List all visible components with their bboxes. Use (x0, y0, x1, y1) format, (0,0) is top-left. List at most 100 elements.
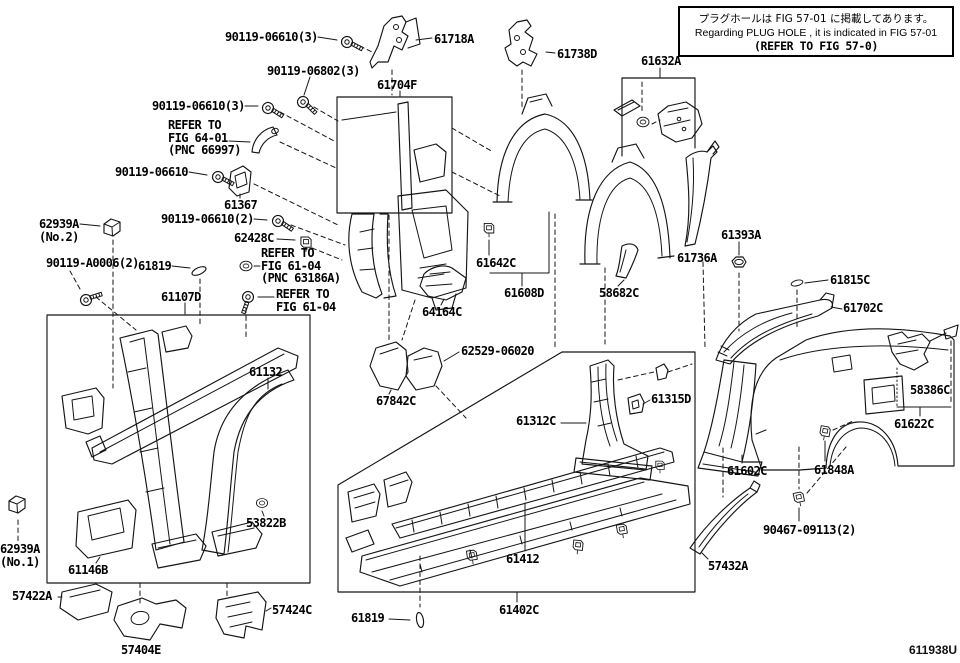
part-label-90119-a0006-2-: 90119-A0006(2) (46, 256, 139, 270)
part-label-58386c: 58386C (910, 383, 950, 397)
part-sketch-cowl-side (61, 387, 105, 435)
part-sketch-pillar-inner (119, 329, 185, 551)
bolt-icon (260, 100, 287, 120)
part-sketch-hinge-pillar (348, 213, 397, 299)
part-label-61622c: 61622C (894, 417, 934, 431)
grommet-icon (255, 498, 269, 508)
part-label-57432a: 57432A (708, 559, 748, 573)
part-label-61602c: 61602C (727, 464, 767, 478)
bolt-icon (210, 169, 237, 188)
leader-lines-dashed (17, 45, 952, 608)
bolt-icon (77, 285, 104, 309)
part-label-90119-06610: 90119-06610 (115, 165, 188, 179)
part-label-61815c: 61815C (830, 273, 870, 287)
part-sketch-wheelhouse-inner-61608d (492, 93, 593, 203)
part-sketch-61367 (228, 165, 252, 197)
part-label-61819: 61819 (138, 259, 172, 273)
part-sketch-61132-pillar-outer (201, 369, 295, 555)
part-label-57422a: 57422A (12, 589, 52, 603)
gasket-ring-icon (790, 278, 804, 288)
clip-icon (483, 222, 495, 238)
clip-icon (818, 425, 832, 442)
part-label-61632a: 61632A (641, 54, 681, 68)
part-sketch-67842c (369, 341, 409, 391)
part-sketch-foot-plates (151, 521, 263, 569)
part-label-90119-06610-3-: 90119-06610(3) (225, 30, 318, 44)
cushion-cube-icon (8, 495, 26, 514)
bolt-icon (294, 93, 322, 116)
part-label-61702c: 61702C (843, 301, 883, 315)
part-sketch-floor-side-61412 (345, 447, 691, 587)
part-label-61608d: 61608D (504, 286, 544, 300)
part-label-61736a: 61736A (677, 251, 717, 265)
figure-code: 611938U (909, 643, 958, 657)
part-label-61848a: 61848A (814, 463, 854, 477)
part-label-57424c: 57424C (272, 603, 312, 617)
part-label-58682c: 58682C (599, 286, 639, 300)
nut-icon (731, 256, 747, 268)
bolt-icon (270, 213, 297, 233)
part-sketch-61146b (75, 499, 137, 559)
part-label-57404e: 57404E (121, 643, 161, 657)
part-sketch-58682c (615, 243, 639, 279)
part-sketch-apron-brace (85, 325, 299, 465)
part-sketch-62529-06020 (405, 347, 443, 391)
part-label-refer-to: REFER TO FIG 64-01 (PNC 66997) (168, 118, 241, 157)
part-label-53822b: 53822B (246, 516, 286, 530)
part-sketch-cowl-inner-61704f (341, 101, 447, 211)
part-sketch-door-opening-panel (397, 189, 469, 311)
gasket-ring-icon (190, 264, 208, 278)
leader-lines-solid (57, 36, 952, 621)
part-label-62939a: 62939A (No.2) (39, 217, 79, 244)
part-label-61315d: 61315D (651, 392, 691, 406)
part-sketch-quarter-panel (750, 328, 955, 471)
gasket-ring-icon (414, 611, 426, 629)
bolt-icon (339, 34, 366, 53)
plug-hole-note-reference: (REFER TO FIG 57-0) (754, 39, 878, 53)
part-label-62939a: 62939A (No.1) (0, 542, 40, 569)
part-sketch-57422a (59, 583, 113, 621)
part-sketch-wheelhouse-outer (579, 143, 675, 265)
part-label-61107d: 61107D (161, 290, 201, 304)
part-sketch-64164c (419, 265, 467, 301)
part-sketch-57432a (689, 480, 761, 555)
part-label-62428c: 62428C (234, 231, 274, 245)
part-label-67842c: 67842C (376, 394, 416, 408)
part-label-90467-09113-2-: 90467-09113(2) (763, 523, 856, 537)
grommet-icon (636, 116, 650, 128)
part-sketch-61736a (684, 140, 720, 247)
cushion-cube-icon (103, 218, 121, 237)
part-label-61819: 61819 (351, 611, 385, 625)
plug-hole-note-english: Regarding PLUG HOLE , it is indicated in… (694, 27, 938, 39)
clip-icon (792, 491, 806, 508)
part-label-61367: 61367 (224, 198, 258, 212)
part-label-64164c: 64164C (422, 305, 462, 319)
part-label-61738d: 61738D (557, 47, 597, 61)
part-label-90119-06610-3-: 90119-06610(3) (152, 99, 245, 113)
part-sketch-61602c (697, 359, 763, 477)
part-sketch-refer-fig64-elbow (251, 126, 279, 154)
part-label-refer-to: REFER TO FIG 61-04 (276, 287, 336, 314)
part-sketch-61312c (573, 359, 669, 481)
part-label-61642c: 61642C (476, 256, 516, 270)
part-label-61704f: 61704F (377, 78, 417, 92)
part-label-62529-06020: 62529-06020 (461, 344, 534, 358)
part-label-refer-to: REFER TO FIG 61-04 (PNC 63186A) (261, 246, 341, 285)
plug-hole-note-japanese: プラグホールは FIG 57-01 に掲載してあります。 (698, 13, 934, 25)
part-sketch-57424c (215, 591, 267, 639)
grommet-icon (239, 260, 253, 272)
part-sketch-61738d (504, 19, 538, 67)
part-sketch-61702c-rail (715, 292, 835, 365)
part-label-61393a: 61393A (721, 228, 761, 242)
assembly-boxes (46, 77, 696, 593)
part-label-61718a: 61718A (434, 32, 474, 46)
part-sketch-61632a-parts (613, 99, 703, 143)
part-label-61132: 61132 (249, 365, 283, 379)
bolt-icon (240, 290, 255, 315)
part-label-61412: 61412 (506, 552, 540, 566)
part-sketch-61718a (369, 15, 421, 69)
part-label-61312c: 61312C (516, 414, 556, 428)
part-sketch-58386c (887, 324, 959, 371)
